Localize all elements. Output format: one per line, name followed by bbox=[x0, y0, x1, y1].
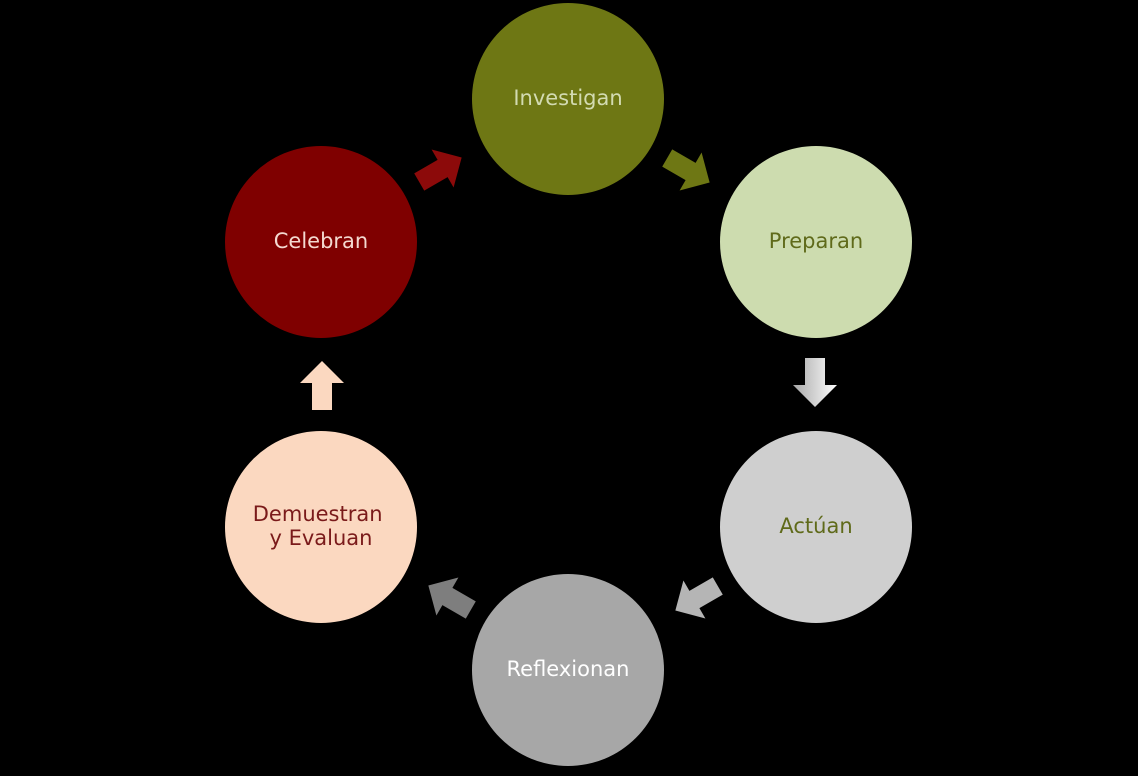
arrow-investigan-to-preparan bbox=[662, 149, 710, 191]
node-circle-celebran bbox=[225, 146, 417, 338]
node-circle-actuan bbox=[720, 431, 912, 623]
node-label-investigan: Investigan bbox=[513, 86, 622, 110]
node-label-demuestran-line-2: y Evaluan bbox=[270, 526, 373, 550]
node-label-celebran: Celebran bbox=[274, 229, 368, 253]
node-label-actuan: Actúan bbox=[779, 514, 852, 538]
arrow-celebran-to-investigan bbox=[414, 149, 462, 191]
node-label-reflexionan: Reflexionan bbox=[507, 657, 630, 681]
node-circle-investigan bbox=[472, 3, 664, 195]
node-investigan: Investigan bbox=[472, 3, 664, 195]
connector-arrows bbox=[300, 149, 837, 619]
node-circle-reflexionan bbox=[472, 574, 664, 766]
arrow-demuestran-to-celebran bbox=[300, 361, 344, 410]
node-celebran: Celebran bbox=[225, 146, 417, 338]
node-circle-preparan bbox=[720, 146, 912, 338]
node-label-preparan: Preparan bbox=[769, 229, 863, 253]
node-label-demuestran-line-1: Demuestran bbox=[253, 502, 383, 526]
arrow-actuan-to-reflexionan bbox=[675, 577, 723, 619]
node-actuan: Actúan bbox=[720, 431, 912, 623]
node-label-demuestran: Demuestran y Evaluan bbox=[253, 502, 389, 550]
node-reflexionan: Reflexionan bbox=[472, 574, 664, 766]
node-demuestran: Demuestran y Evaluan bbox=[225, 431, 417, 623]
arrow-preparan-to-actuan bbox=[793, 358, 837, 407]
node-preparan: Preparan bbox=[720, 146, 912, 338]
node-circle-demuestran bbox=[225, 431, 417, 623]
arrow-reflexionan-to-demuestran bbox=[428, 577, 476, 619]
